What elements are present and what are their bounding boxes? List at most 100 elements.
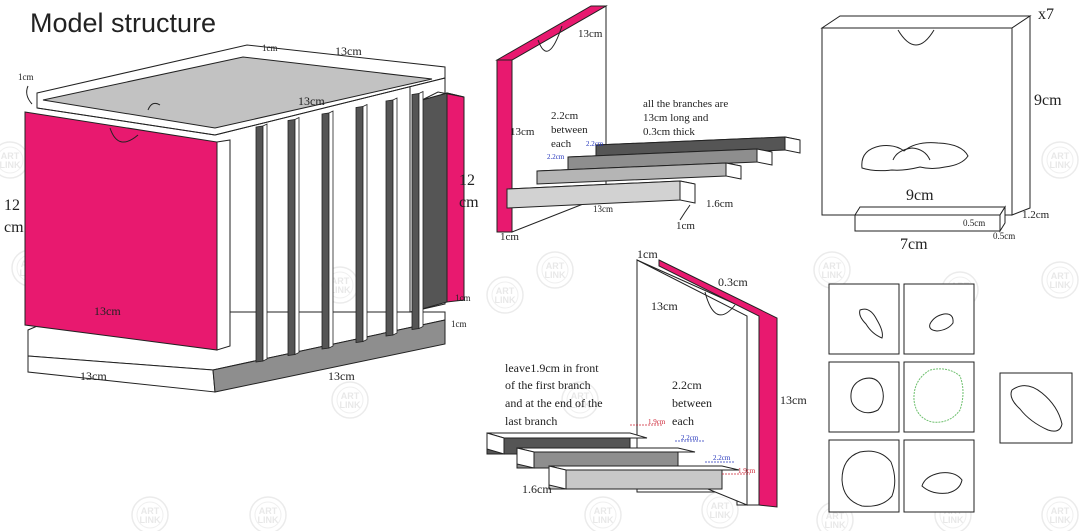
- svg-text:LINK: LINK: [545, 270, 566, 280]
- box-branch-side-5: [392, 97, 398, 336]
- label-bottom-0-3cm: 0.3cm: [718, 275, 748, 289]
- panel-top-notch: [537, 25, 563, 52]
- label-bottom-13cm-top: 13cm: [651, 299, 678, 313]
- label-red-a: 1.9cm: [648, 418, 666, 426]
- svg-text:ART: ART: [141, 506, 160, 516]
- box-branch-side-4: [362, 103, 368, 343]
- label-spacing-1: 2.2cm: [551, 110, 579, 122]
- label-bottom-13cm-side: 13cm: [780, 393, 807, 407]
- stone-tile-4: [903, 361, 975, 433]
- svg-text:ART: ART: [1051, 271, 1070, 281]
- label-spacing-2: between: [551, 124, 588, 136]
- frame-base-side: [999, 205, 1006, 233]
- bar-1cm-arrow: [679, 204, 691, 221]
- stone-tile-1: [828, 283, 900, 355]
- label-leave-1: leave1.9cm in front: [505, 361, 599, 375]
- label-panel-side-13cm: 13cm: [510, 126, 535, 138]
- label-leave-4: last branch: [505, 414, 557, 428]
- svg-text:LINK: LINK: [1050, 160, 1071, 170]
- label-left-cm: cm: [4, 219, 24, 236]
- right-panel-face: [421, 92, 448, 310]
- label-frame-base: 7cm: [900, 236, 928, 253]
- svg-text:ART: ART: [1, 151, 20, 161]
- lid-notch: [147, 102, 161, 111]
- front-panel: [24, 111, 218, 351]
- label-left-12: 12: [4, 197, 20, 214]
- bar-bot-2-side: [548, 465, 567, 490]
- svg-text:LINK: LINK: [1050, 280, 1071, 290]
- bar-bot-2-front: [548, 469, 723, 490]
- svg-text:ART: ART: [546, 261, 565, 271]
- side-panel-top-labels: 13cm 13cm 1cm 2.2cm between each all the…: [500, 28, 734, 243]
- label-note-1: all the branches are: [643, 98, 728, 110]
- svg-text:LINK: LINK: [495, 295, 516, 305]
- svg-text:ART: ART: [594, 506, 613, 516]
- bar-bot-0-top: [486, 432, 648, 439]
- svg-text:LINK: LINK: [1050, 515, 1071, 525]
- svg-text:LINK: LINK: [943, 515, 964, 525]
- svg-text:ART: ART: [259, 506, 278, 516]
- bar-top-2-end: [756, 148, 773, 166]
- label-blue-bottom-b: 2.2cm: [713, 454, 731, 462]
- svg-text:LINK: LINK: [0, 160, 21, 170]
- label-blue-b: 2.2cm: [547, 153, 565, 161]
- svg-text:ART: ART: [1051, 151, 1070, 161]
- frame-detail: [820, 15, 1032, 233]
- label-red-b: 1.9cm: [738, 467, 756, 475]
- front-panel-side: [216, 139, 231, 351]
- svg-text:LINK: LINK: [340, 400, 361, 410]
- label-bar-1-6cm: 1.6cm: [706, 198, 734, 210]
- label-spacing-3: each: [551, 138, 572, 150]
- svg-text:ART: ART: [823, 261, 842, 271]
- label-leave-2: of the first branch: [505, 378, 591, 392]
- box-branch-side-2: [294, 116, 300, 356]
- box-branch-side-6: [418, 90, 424, 330]
- box-labels: 1cm 13cm 13cm 1cm 12 cm 12 cm 13cm 1cm 1…: [4, 43, 479, 383]
- label-bottom-spacing-1: 2.2cm: [672, 378, 702, 392]
- box-branch-side-3: [328, 110, 334, 349]
- base-side: [212, 319, 446, 393]
- stone-shape-extra: [1010, 385, 1063, 432]
- svg-text:LINK: LINK: [140, 515, 161, 525]
- label-multiplier: x7: [1038, 6, 1054, 23]
- label-frame-width: 9cm: [906, 187, 934, 204]
- frame-side: [1011, 15, 1031, 216]
- label-base-left-13cm: 13cm: [80, 369, 107, 383]
- stone-tile-5: [828, 439, 900, 513]
- label-bottom-1cm: 1cm: [637, 247, 658, 261]
- side-panel-bottom: [486, 259, 778, 508]
- lid-top: [42, 56, 433, 129]
- box-branch-1: [255, 125, 264, 363]
- bar-bot-1-side: [516, 447, 535, 469]
- label-leave-3: and at the end of the: [505, 396, 603, 410]
- svg-text:ART: ART: [341, 391, 360, 401]
- label-note-2: 13cm long and: [643, 112, 709, 124]
- stone-shape-4: [913, 368, 964, 423]
- svg-text:LINK: LINK: [258, 515, 279, 525]
- frame-notch: [897, 29, 935, 46]
- front-notch: [109, 127, 139, 143]
- label-top-13cm: 13cm: [335, 44, 362, 58]
- lid-side-edge: [214, 77, 446, 136]
- svg-text:ART: ART: [331, 276, 350, 286]
- label-frame-thick-a: 0.5cm: [963, 218, 985, 228]
- label-bar-1cm: 1cm: [676, 220, 695, 232]
- bar-top-0-end: [679, 180, 696, 204]
- label-bottom-bar-1-6cm: 1.6cm: [522, 482, 552, 496]
- label-right-1cm-a: 1cm: [455, 293, 471, 303]
- stone-shape-5: [841, 450, 896, 507]
- frame-stone-outline: [861, 142, 969, 172]
- panel-bottom-edge: [658, 259, 778, 508]
- stone-tile-2: [903, 283, 975, 355]
- label-panel-top-13cm: 13cm: [578, 28, 603, 40]
- stone-tile-3: [828, 361, 900, 433]
- box-branches: [255, 90, 424, 363]
- stone-tiles: [828, 283, 1073, 513]
- label-front-13cm: 13cm: [94, 304, 121, 318]
